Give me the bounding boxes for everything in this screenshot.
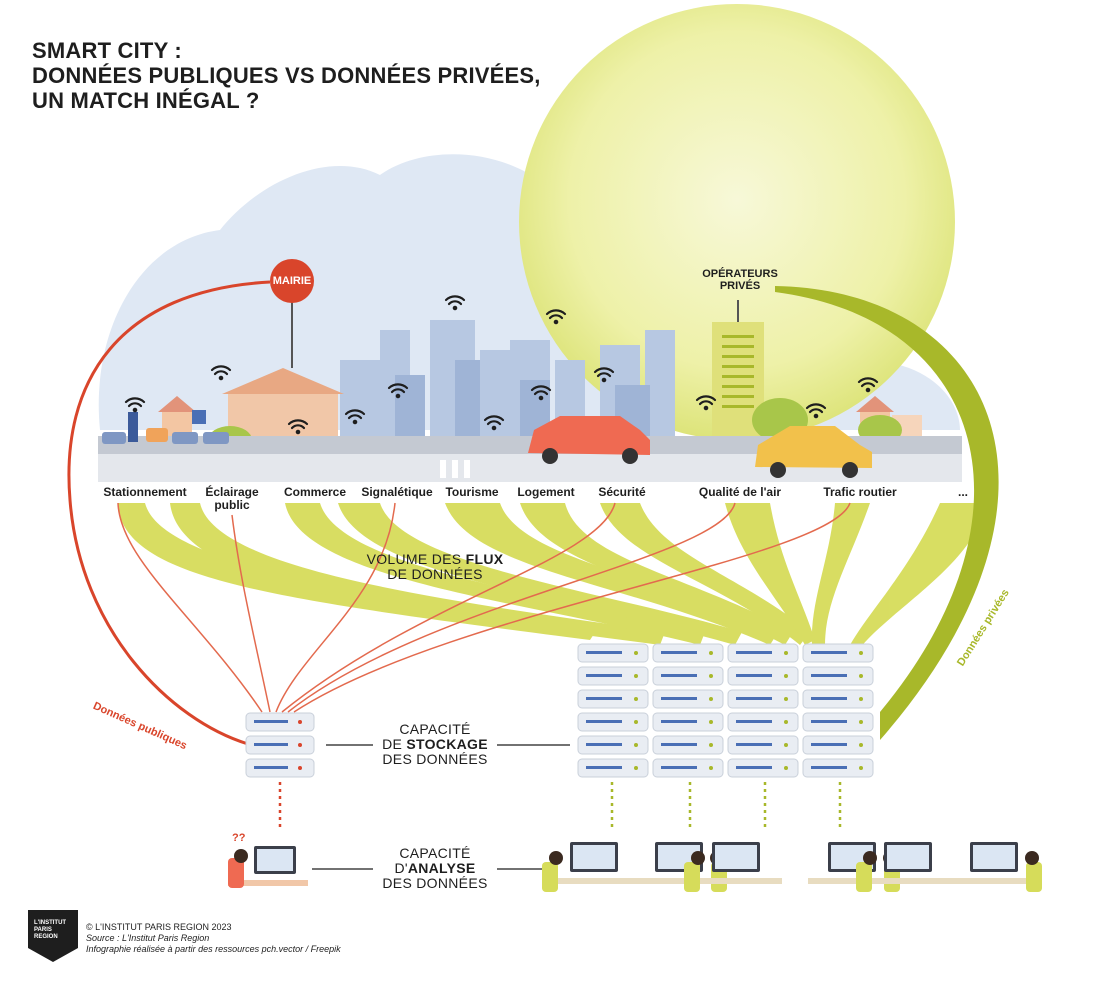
category-qualite-air: Qualité de l'air (698, 485, 782, 499)
public-arc (67, 280, 271, 746)
category-more: ... (957, 485, 969, 499)
public-workstation (228, 846, 308, 888)
category-logement: Logement (517, 485, 575, 499)
private-workstation (684, 842, 782, 892)
institut-logo-icon (28, 910, 78, 962)
private-sphere (519, 4, 955, 440)
public-server (245, 712, 315, 778)
made-with: Infographie réalisée à partir des ressou… (86, 944, 341, 954)
private-operators-label: OPÉRATEURS PRIVÉS (690, 268, 790, 292)
source: Source : L'Institut Paris Region (86, 933, 210, 943)
mairie-label: MAIRIE (272, 275, 312, 287)
private-server-grid (577, 643, 874, 778)
analysis-label: CAPACITÉ D'ANALYSE DES DONNÉES (382, 845, 488, 891)
yellow-car (755, 426, 872, 478)
flux-label: VOLUME DES FLUX DE DONNÉES (366, 551, 504, 582)
mairie-badge (270, 259, 314, 303)
category-signaletique: Signalétique (361, 485, 433, 499)
private-workstation (950, 842, 1042, 892)
road (98, 436, 962, 454)
private-operators-line-2: PRIVÉS (719, 280, 761, 292)
logo-text: L'INSTITUT PARIS REGION (34, 920, 67, 940)
private-workstations (542, 842, 1042, 892)
category-commerce: Commerce (283, 485, 347, 499)
wifi-icons (124, 295, 879, 435)
red-car (528, 416, 650, 464)
main-title: SMART CITY : DONNÉES PUBLIQUES VS DONNÉE… (32, 38, 541, 113)
private-workstation (542, 842, 640, 892)
category-tourisme: Tourisme (445, 485, 499, 499)
title-line-1: SMART CITY : (32, 38, 182, 63)
category-trafic-routier: Trafic routier (823, 485, 897, 499)
title-line-3: UN MATCH INÉGAL ? (32, 88, 260, 113)
category-securite: Sécurité (598, 485, 646, 499)
private-flows (118, 503, 985, 648)
question-marks: ?? (232, 832, 246, 844)
copyright: © L'INSTITUT PARIS REGION 2023 (86, 922, 232, 932)
private-operators-line-1: OPÉRATEURS (702, 268, 778, 280)
private-arc (775, 286, 999, 740)
title-line-2: DONNÉES PUBLIQUES VS DONNÉES PRIVÉES, (32, 63, 541, 88)
private-workstation (856, 842, 954, 892)
public-flows (117, 502, 851, 713)
small-cars (102, 432, 229, 444)
storage-label: CAPACITÉ DE STOCKAGE DES DONNÉES (382, 721, 488, 767)
category-stationnement: Stationnement (103, 485, 187, 499)
footer-credits: © L'INSTITUT PARIS REGION 2023 Source : … (86, 922, 341, 955)
